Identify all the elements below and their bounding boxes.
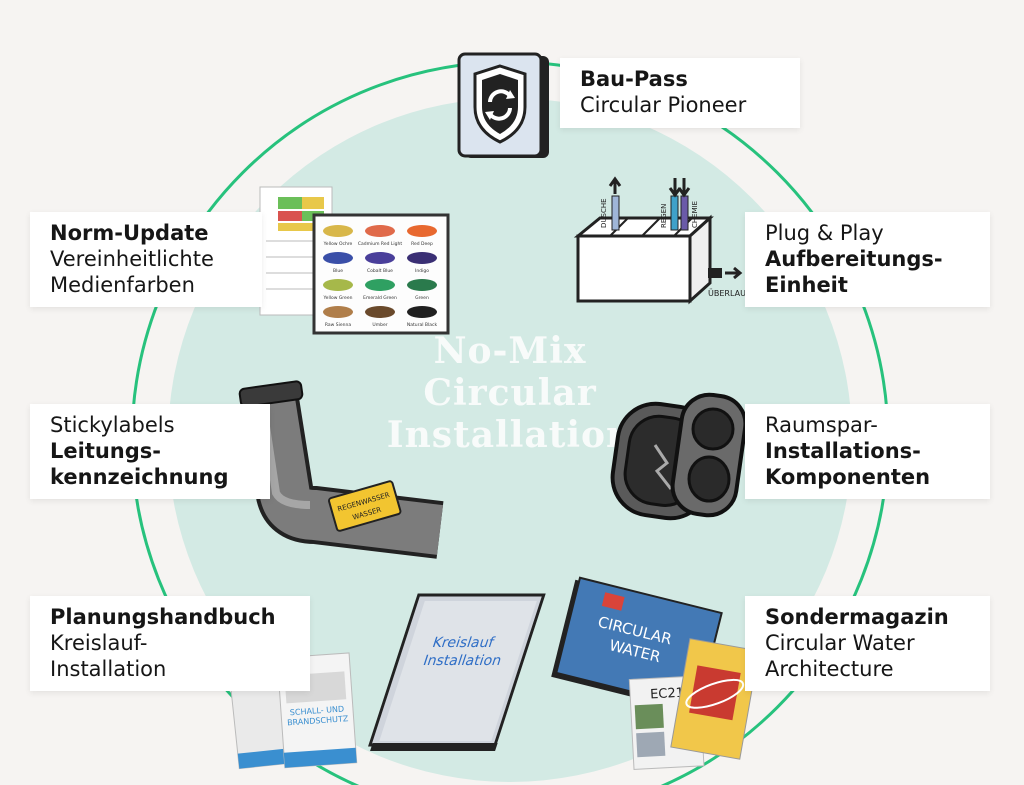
norm-update-label: Norm-Update Vereinheitlichte Medienfarbe… xyxy=(30,212,262,307)
handbook-title-2: Installation xyxy=(421,653,504,669)
plug-play-line-1: Plug & Play xyxy=(765,221,884,245)
center-title-line-1: No-Mix xyxy=(433,330,587,372)
leaflet-line-2: BRANDSCHUTZ xyxy=(287,714,349,727)
swatch-label-7: Emerald Green xyxy=(363,295,397,301)
sticky-label-tag: REGENWASSER WASSER xyxy=(328,480,402,532)
planung-line-2: Kreislauf- xyxy=(50,631,148,655)
arrow-right-icon xyxy=(725,266,743,280)
unit-tag-ueberlauf: ÜBERLAUF xyxy=(708,288,751,298)
swatch-label-3: Blue xyxy=(333,268,343,274)
space-saving-pipes-illustration xyxy=(610,392,748,521)
raumspar-title: Installations- xyxy=(765,439,921,463)
swatch-label-9: Raw Sienna xyxy=(325,322,351,328)
bau-pass-title: Bau-Pass xyxy=(580,67,688,91)
bau-pass-illustration xyxy=(457,52,549,158)
swatch-2 xyxy=(407,225,437,237)
planung-line-3: Installation xyxy=(50,657,167,681)
swatch-label-2: Red Deep xyxy=(411,241,433,247)
swatch-label-6: Yellow Green xyxy=(323,295,353,301)
raumspar-line-3: Komponenten xyxy=(765,465,931,489)
arrow-down-icon xyxy=(668,178,682,198)
swatch-3 xyxy=(323,252,353,264)
swatch-0 xyxy=(323,225,353,237)
unit-tag-dusche: DUSCHE xyxy=(600,198,608,228)
plug-play-label: Plug & Play Aufbereitungs- Einheit xyxy=(745,212,990,307)
raumspar-line-1: Raumspar- xyxy=(765,413,878,437)
arrow-down-icon xyxy=(677,178,691,198)
pipe-illustration: REGENWASSER WASSER xyxy=(238,380,444,559)
swatch-label-11: Natural Black xyxy=(407,322,438,328)
arrow-up-icon xyxy=(608,176,622,194)
plug-play-line-3: Einheit xyxy=(765,273,848,297)
sticky-label: Stickylabels Leitungs- kennzeichnung xyxy=(30,404,270,499)
sticky-title: Leitungs- xyxy=(50,439,162,463)
swatch-label-10: Umber xyxy=(372,322,387,328)
sonder-line-3: Architecture xyxy=(765,657,894,681)
norm-update-title: Norm-Update xyxy=(50,221,209,245)
planung-title: Planungshandbuch xyxy=(50,605,276,629)
center-title-line-2: Circular xyxy=(423,372,597,414)
swatch-label-0: Yellow Ochre xyxy=(323,241,353,247)
bau-pass-label: Bau-Pass Circular Pioneer xyxy=(560,58,800,128)
raumspar-label: Raumspar- Installations- Komponenten xyxy=(745,404,990,499)
swatch-label-8: Green xyxy=(415,295,429,301)
handbook-title-1: Kreislauf xyxy=(430,635,497,651)
recycle-arrows-icon xyxy=(488,89,512,121)
color-chart-illustration: Yellow Ochre Cadmium Red Light Red DeepBlu… xyxy=(259,186,450,335)
swatch-label-4: Cobalt Blue xyxy=(367,268,393,274)
treatment-unit-illustration: DUSCHE REGEN CHEMIE ÜBERLAUF xyxy=(573,176,751,305)
swatch-board: Yellow Ochre Cadmium Red Light Red DeepBlu… xyxy=(312,213,450,335)
swatch-5 xyxy=(407,252,437,264)
swatch-1 xyxy=(365,225,395,237)
norm-update-line-2: Vereinheitlichte xyxy=(50,247,214,271)
center-title-line-3: Installation xyxy=(386,414,634,456)
norm-update-line-3: Medienfarben xyxy=(50,273,195,297)
sonder-label: Sondermagazin Circular Water Architectur… xyxy=(745,596,990,691)
swatch-label-5: Indigo xyxy=(415,268,429,274)
sonder-line-2: Circular Water xyxy=(765,631,915,655)
swatch-11 xyxy=(407,306,437,318)
sticky-line-1: Stickylabels xyxy=(50,413,175,437)
sticky-line-3: kennzeichnung xyxy=(50,465,229,489)
plug-play-title: Aufbereitungs- xyxy=(765,247,943,271)
center-title: No-Mix Circular Installation xyxy=(330,330,690,456)
swatch-7 xyxy=(365,279,395,291)
bau-pass-subtitle: Circular Pioneer xyxy=(580,93,747,117)
swatch-6 xyxy=(323,279,353,291)
swatch-4 xyxy=(365,252,395,264)
unit-tag-chemie: CHEMIE xyxy=(691,201,699,228)
swatch-9 xyxy=(323,306,353,318)
swatch-10 xyxy=(365,306,395,318)
newsletter-title: EC21 xyxy=(650,686,685,703)
swatch-label-1: Cadmium Red Light xyxy=(358,241,403,247)
magazine-illustration: CIRCULAR WATER EC21 xyxy=(551,576,760,770)
planung-label: Planungshandbuch Kreislauf- Installation xyxy=(30,596,310,691)
leaflet-line-1: SCHALL- UND xyxy=(290,704,345,717)
swatch-8 xyxy=(407,279,437,291)
sonder-title: Sondermagazin xyxy=(765,605,949,629)
unit-tag-regen: REGEN xyxy=(660,204,668,228)
